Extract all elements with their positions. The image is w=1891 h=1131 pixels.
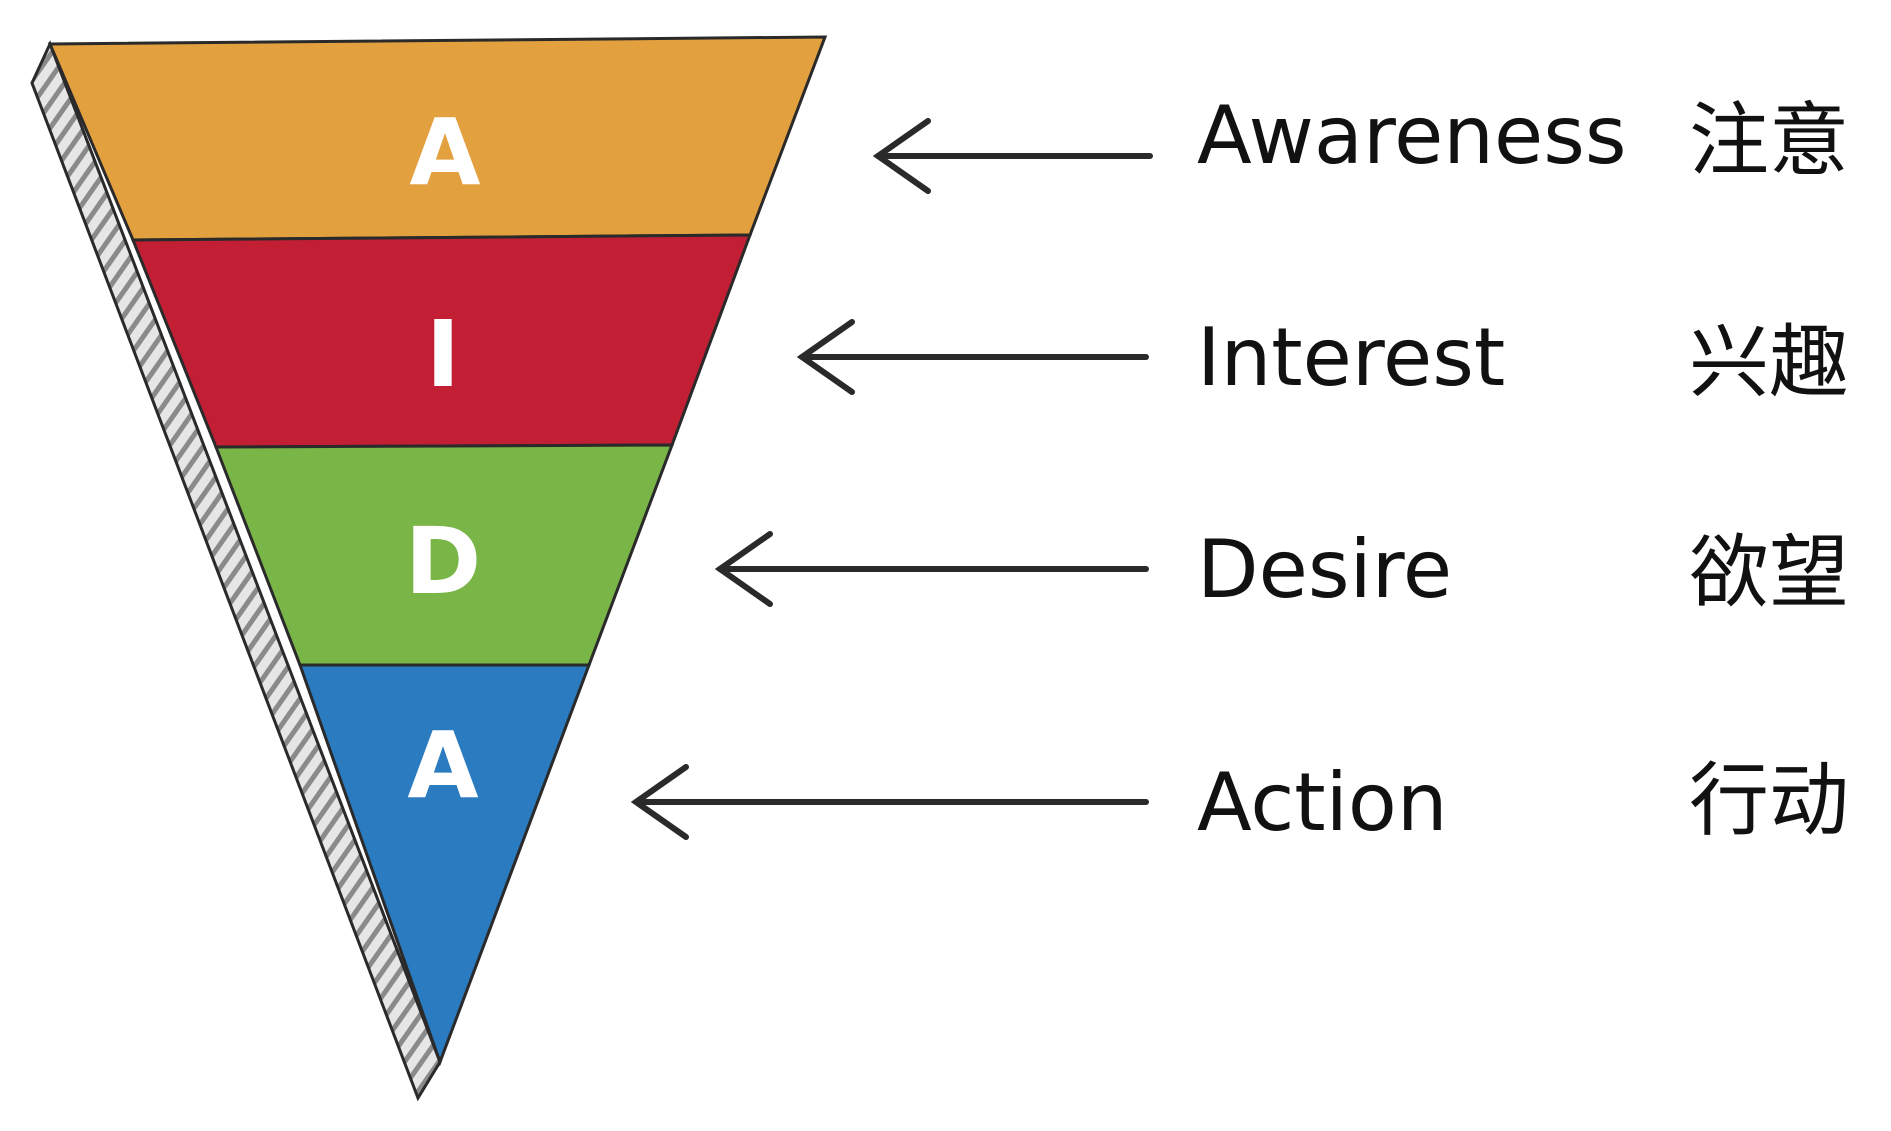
stage-label-desire: Desire	[1197, 523, 1452, 616]
stage-label-zh-awareness: 注意	[1689, 94, 1849, 187]
arrow-awareness	[872, 118, 1153, 194]
stage-label-interest: Interest	[1197, 311, 1505, 404]
arrow-action	[630, 764, 1149, 840]
stage-label-zh-desire: 欲望	[1689, 526, 1849, 619]
stage-label-action: Action	[1197, 756, 1448, 849]
funnel-letter-awareness: A	[409, 99, 480, 206]
funnel-band-action	[297, 663, 592, 1067]
arrow-desire	[714, 531, 1149, 607]
stage-label-awareness: Awareness	[1197, 89, 1627, 182]
funnel-letter-desire: D	[405, 508, 481, 615]
funnel-letter-interest: I	[426, 301, 460, 408]
funnel-bands	[47, 35, 828, 1067]
arrow-interest	[796, 319, 1149, 395]
stage-label-zh-interest: 兴趣	[1689, 316, 1849, 409]
stage-label-zh-action: 行动	[1689, 754, 1849, 847]
funnel-letter-action: A	[407, 712, 478, 819]
